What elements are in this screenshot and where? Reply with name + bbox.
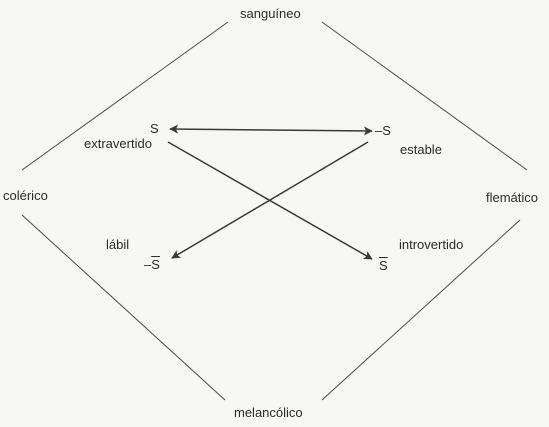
label-melancolico: melancólico [234, 405, 303, 420]
label-flematico: flemático [486, 190, 539, 205]
symbol-neg-s: –S [375, 123, 391, 138]
symbol-neg-s-bar-minus: – [144, 257, 152, 272]
symbol-s-bar: S [379, 258, 388, 273]
edge-top-right [321, 21, 528, 171]
edge-bottom-left [21, 214, 226, 401]
arrow-s-to-neg-s-horizontal [169, 124, 373, 136]
symbol-neg-s-bar-letter: S [151, 257, 160, 272]
label-estable: estable [400, 142, 442, 157]
label-extravertido: extravertido [84, 136, 152, 151]
symbol-neg-s-bar: –S [144, 257, 160, 272]
label-colerico: colérico [3, 188, 48, 203]
label-labil: lábil [106, 237, 130, 252]
symbol-s: S [150, 121, 159, 136]
edge-bottom-right [321, 219, 521, 401]
label-introvertido: introvertido [399, 237, 464, 252]
arrow-neg-s-to-neg-s-bar [171, 141, 369, 259]
edge-top-left [21, 21, 229, 171]
label-sanguineo: sanguíneo [240, 6, 301, 21]
